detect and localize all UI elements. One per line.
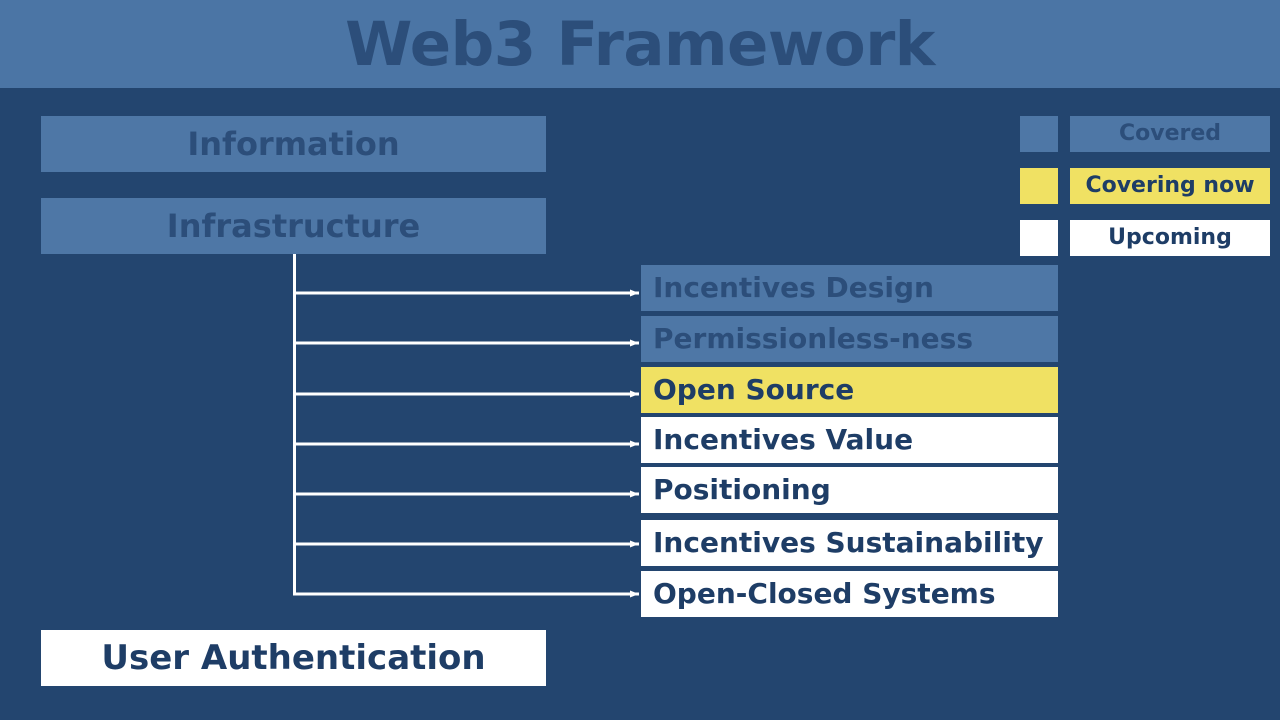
- node-user-authentication[interactable]: User Authentication: [41, 630, 546, 686]
- legend-swatch-covered: [1020, 116, 1058, 152]
- legend-label-upcoming: Upcoming: [1070, 220, 1270, 256]
- legend-row-covered[interactable]: Covered: [1020, 116, 1270, 152]
- page-title: Web3 Framework: [345, 8, 935, 80]
- node-open-closed-systems[interactable]: Open-Closed Systems: [641, 571, 1058, 617]
- legend-swatch-upcoming: [1020, 220, 1058, 256]
- legend-row-covering-now[interactable]: Covering now: [1020, 168, 1270, 204]
- node-infrastructure[interactable]: Infrastructure: [41, 198, 546, 254]
- node-incentives-sustainability[interactable]: Incentives Sustainability: [641, 520, 1058, 566]
- node-positioning[interactable]: Positioning: [641, 467, 1058, 513]
- node-permissionless-ness[interactable]: Permissionless-ness: [641, 316, 1058, 362]
- legend-swatch-covering-now: [1020, 168, 1058, 204]
- node-incentives-design[interactable]: Incentives Design: [641, 265, 1058, 311]
- node-incentives-value[interactable]: Incentives Value: [641, 417, 1058, 463]
- legend-label-covered: Covered: [1070, 116, 1270, 152]
- legend-label-covering-now: Covering now: [1070, 168, 1270, 204]
- node-information[interactable]: Information: [41, 116, 546, 172]
- legend: Covered Covering now Upcoming: [1020, 116, 1270, 272]
- title-banner: Web3 Framework: [0, 0, 1280, 88]
- node-open-source[interactable]: Open Source: [641, 367, 1058, 413]
- legend-row-upcoming[interactable]: Upcoming: [1020, 220, 1270, 256]
